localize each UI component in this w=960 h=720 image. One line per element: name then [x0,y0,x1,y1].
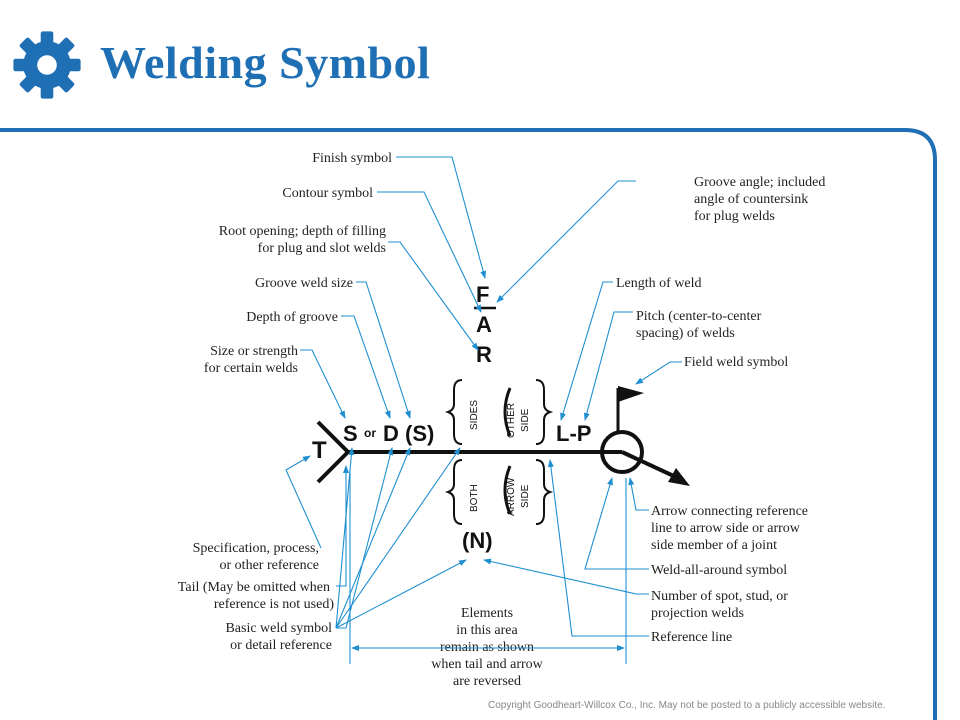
label-root-1: Root opening; depth of filling [219,224,386,239]
label-number-2: projection welds [651,606,744,621]
label-tail-2: reference is not used) [214,597,334,612]
page-title: Welding Symbol [100,37,431,88]
symbol-LP: L-P [556,421,591,446]
both-text: BOTH [469,484,480,512]
label-elements-2: in this area [456,623,518,638]
label-spec-1: Specification, process, [193,541,319,556]
label-groove-size: Groove weld size [255,276,353,291]
symbol-F: F [476,282,489,307]
label-arrow-conn-2: line to arrow side or arrow [651,521,801,536]
symbol-S-paren: (S) [405,421,434,446]
label-elements-4: when tail and arrow [431,657,543,672]
label-basic-1: Basic weld symbol [225,621,332,636]
label-elements-5: are reversed [453,674,521,689]
symbol-D: D [383,421,399,446]
label-size-1: Size or strength [210,344,298,359]
side-bottom-text: SIDE [520,484,531,508]
label-arrow-conn-1: Arrow connecting reference [651,504,808,519]
label-spec-2: or other reference [220,558,319,573]
other-text: OTHER [506,403,517,438]
label-contour: Contour symbol [282,186,373,201]
label-length: Length of weld [616,276,702,291]
label-tail-1: Tail (May be omitted when [178,580,330,595]
arrow-text: ARROW [506,477,517,516]
label-pitch-2: spacing) of welds [636,326,735,341]
label-number-1: Number of spot, stud, or [651,589,788,604]
reference-line-graphic [316,386,690,486]
label-all-around: Weld-all-around symbol [651,563,787,578]
gear-icon [13,31,81,99]
label-groove-angle-2: angle of countersink [694,192,808,207]
label-root-2: for plug and slot welds [258,241,386,256]
side-top-text: SIDE [520,408,531,432]
label-basic-2: or detail reference [230,638,332,653]
label-reference-line: Reference line [651,630,732,645]
label-arrow-conn-3: side member of a joint [651,538,777,553]
leader-lines [285,156,682,664]
label-groove-angle-1: Groove angle; included [694,175,825,190]
label-elements-1: Elements [461,606,513,621]
braces [444,379,554,525]
symbol-S: S [343,421,358,446]
label-pitch-1: Pitch (center-to-center [636,309,762,324]
symbol-N: (N) [462,528,493,553]
copyright-notice: Copyright Goodheart-Willcox Co., Inc. Ma… [488,700,886,711]
sides-text: SIDES [469,400,480,430]
label-size-2: for certain welds [204,361,298,376]
label-finish: Finish symbol [312,151,392,166]
symbol-T: T [312,437,327,464]
label-field: Field weld symbol [684,355,788,370]
label-groove-angle-3: for plug welds [694,209,775,224]
symbol-R: R [476,342,492,367]
label-depth-groove: Depth of groove [246,310,338,325]
symbol-A: A [476,312,492,337]
symbol-or: or [364,426,376,440]
